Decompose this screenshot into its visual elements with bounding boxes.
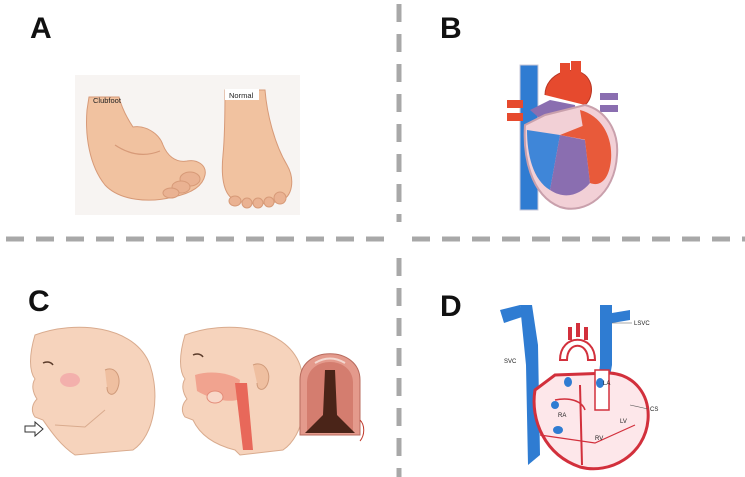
label-svc: SVC <box>504 359 517 365</box>
label-la: LA <box>603 381 610 387</box>
label-ra: RA <box>558 413 566 419</box>
svc-vessel <box>520 305 540 465</box>
clubfoot-label: Clubfoot <box>93 96 122 105</box>
heart-outline <box>534 373 648 469</box>
micrognathia-illustration <box>15 325 370 460</box>
heart-lsvc-illustration: LSVC SVC LA RA CS LV RV <box>500 305 675 473</box>
infant-profile-head <box>31 327 155 455</box>
heart-cross-section-b <box>505 55 625 215</box>
clubfoot-illustration: Clubfoot Normal <box>75 75 300 215</box>
infant-airway-head <box>181 327 305 455</box>
panel-b-letter: B <box>440 12 462 46</box>
label-rv: RV <box>595 436 603 442</box>
arrow-icon <box>25 422 43 436</box>
label-cs: CS <box>650 407 658 413</box>
panel-a-letter: A <box>30 12 52 46</box>
normal-label: Normal <box>229 91 254 100</box>
cleft-palate-drawing <box>300 354 364 441</box>
label-lv: LV <box>620 419 627 425</box>
panel-d-letter: D <box>440 290 462 324</box>
panel-c-letter: C <box>28 285 50 319</box>
label-lsvc: LSVC <box>634 321 650 327</box>
